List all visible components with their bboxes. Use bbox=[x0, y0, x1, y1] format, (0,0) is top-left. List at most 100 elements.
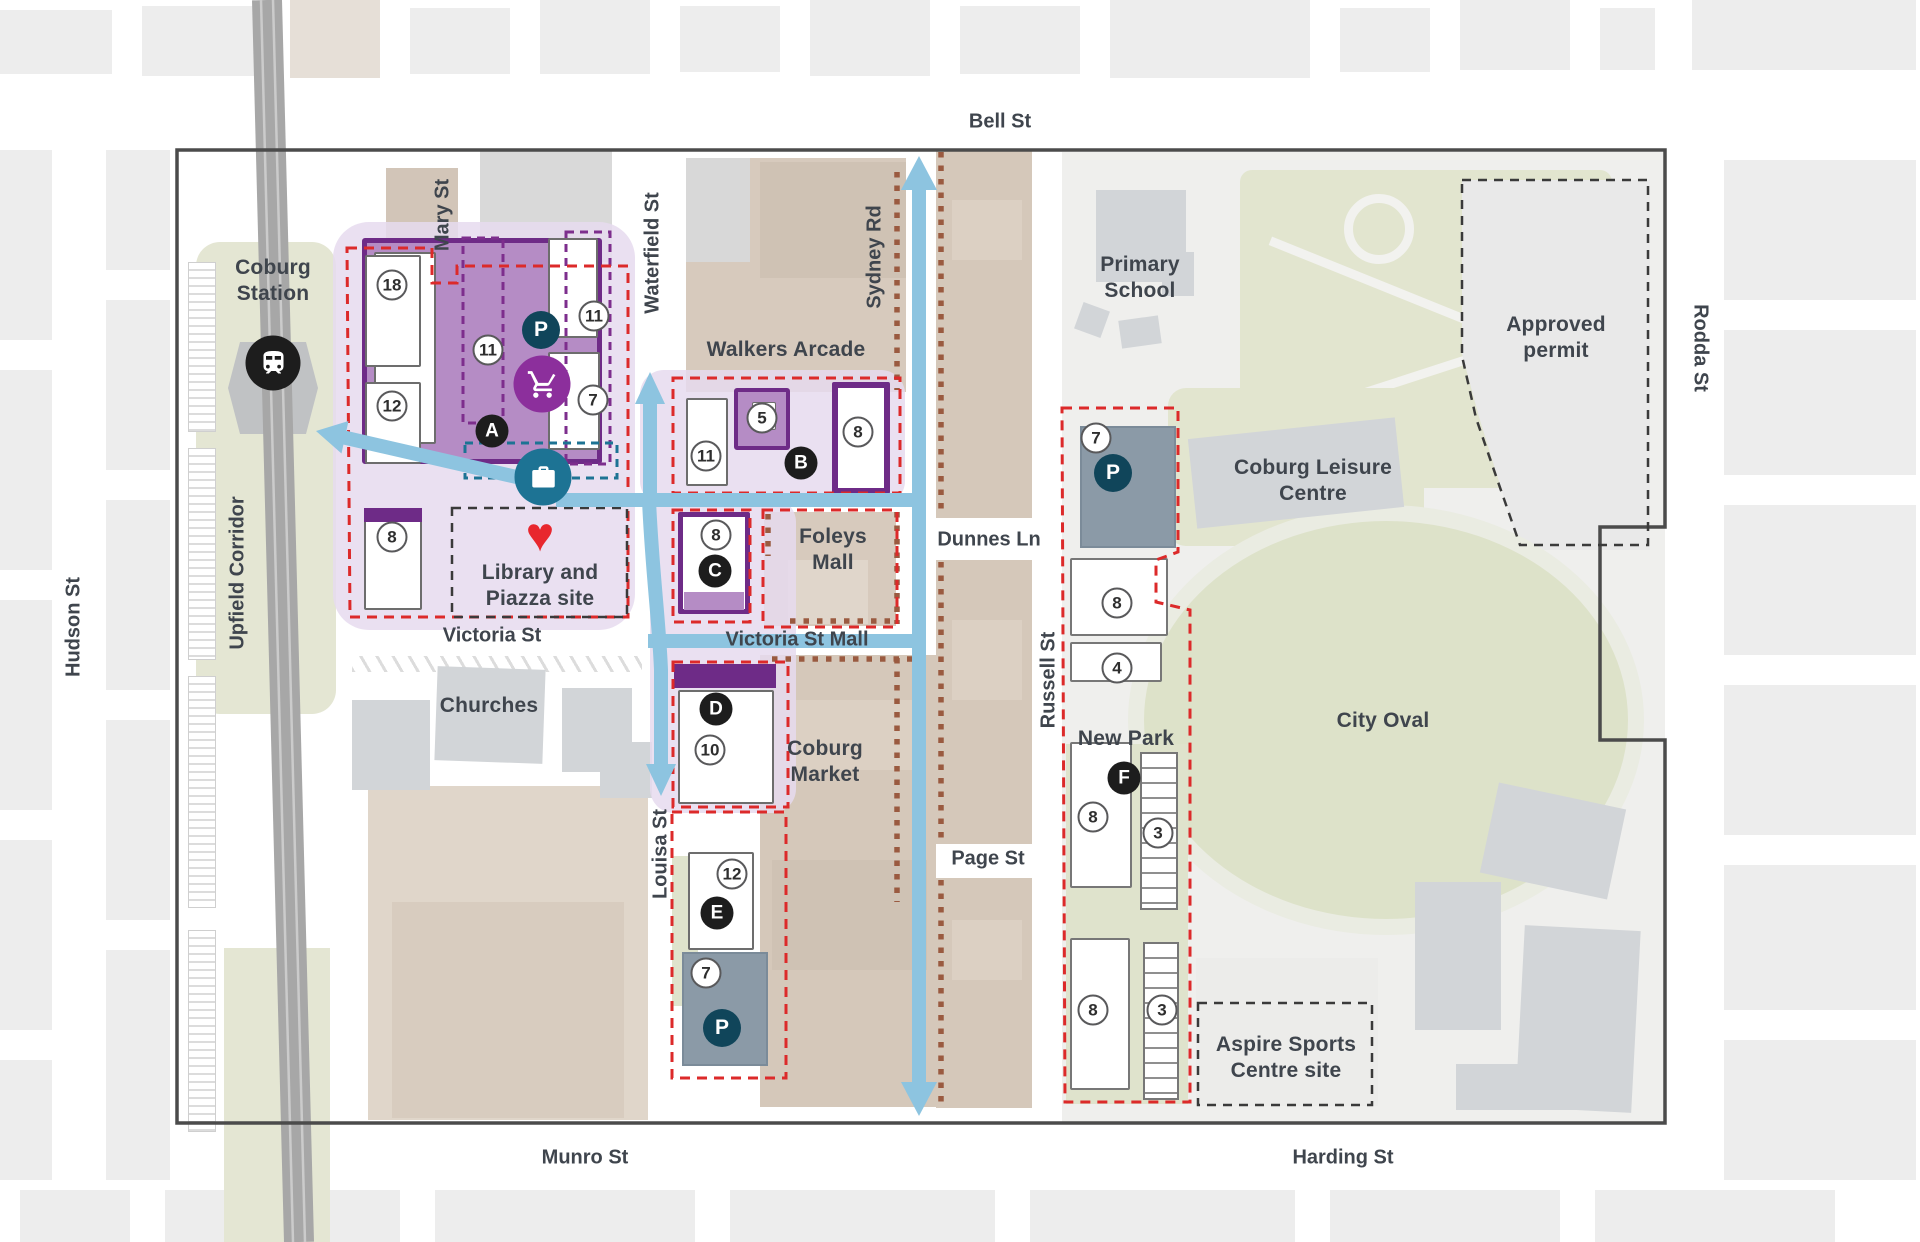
parking-icon: P bbox=[703, 1009, 741, 1047]
city-block bbox=[1110, 0, 1310, 78]
landmark-label-approved-permit: Approved permit bbox=[1506, 312, 1606, 362]
city-block bbox=[142, 6, 260, 76]
landmark-label-coburg-leisure-centre: Coburg Leisure Centre bbox=[1234, 455, 1392, 505]
storey-count-badge: 8 bbox=[376, 521, 408, 553]
storey-count-badge: 12 bbox=[376, 390, 408, 422]
storey-count-badge: 8 bbox=[1077, 801, 1109, 833]
street-label-harding-st: Harding St bbox=[1292, 1146, 1394, 1169]
city-block bbox=[730, 1190, 995, 1242]
city-block bbox=[1340, 8, 1430, 72]
site-marker-c: C bbox=[698, 554, 732, 588]
shops-block bbox=[952, 920, 1022, 980]
landmark-label-coburg-station: Coburg Station bbox=[235, 255, 311, 305]
street-label-rodda-st: Rodda St bbox=[1689, 304, 1712, 392]
coburg-market-block bbox=[772, 860, 927, 970]
city-block bbox=[410, 8, 510, 74]
storey-count-badge: 12 bbox=[716, 858, 748, 890]
street-label-victoria-st-mall: Victoria St Mall bbox=[725, 628, 869, 651]
landmark-label-coburg-market: Coburg Market bbox=[787, 736, 863, 786]
landmark-label-aspire-sports-centre: Aspire Sports Centre site bbox=[1215, 1032, 1357, 1082]
site-marker-e: E bbox=[700, 896, 734, 930]
city-block bbox=[1330, 1190, 1560, 1242]
landmark-label-city-oval: City Oval bbox=[1336, 708, 1430, 732]
city-block bbox=[1030, 1190, 1295, 1242]
landmark-label-primary-school: Primary School bbox=[1100, 252, 1180, 302]
building bbox=[1456, 1064, 1628, 1110]
crossing-hatch bbox=[352, 656, 642, 672]
storey-count-badge: 8 bbox=[1101, 587, 1133, 619]
parking-strip bbox=[188, 448, 216, 660]
city-block bbox=[290, 0, 380, 78]
city-block bbox=[1600, 8, 1655, 70]
street-label-waterfield-st: Waterfield St bbox=[641, 192, 664, 314]
parking-icon: P bbox=[1094, 454, 1132, 492]
storey-count-badge: 10 bbox=[694, 734, 726, 766]
building-accent bbox=[364, 508, 422, 522]
coburg-market-block bbox=[772, 700, 922, 770]
city-block bbox=[1724, 865, 1916, 1010]
city-block bbox=[1724, 160, 1916, 300]
city-block bbox=[680, 6, 780, 72]
school-building bbox=[1162, 252, 1194, 296]
storey-count-badge: 7 bbox=[577, 384, 609, 416]
heart-icon: ♥ bbox=[525, 509, 555, 562]
building-block bbox=[392, 902, 624, 1118]
landmark-label-library-piazza: Library and Piazza site bbox=[481, 560, 599, 610]
townhouse-row bbox=[1143, 942, 1179, 1100]
building-accent bbox=[684, 592, 744, 610]
landmark-label-walkers-arcade: Walkers Arcade bbox=[706, 337, 866, 361]
city-block bbox=[1724, 330, 1916, 475]
city-block bbox=[106, 950, 170, 1180]
parking-icon: P bbox=[522, 311, 560, 349]
shops-block bbox=[936, 560, 1032, 844]
street-label-munro-st: Munro St bbox=[541, 1146, 629, 1169]
street-label-bell-st: Bell St bbox=[968, 110, 1032, 133]
briefcase-icon bbox=[514, 448, 572, 506]
city-block bbox=[1724, 505, 1916, 655]
city-block bbox=[540, 0, 650, 74]
city-block bbox=[0, 370, 52, 570]
storey-count-badge: 8 bbox=[1077, 994, 1109, 1026]
shops-block bbox=[952, 620, 1022, 700]
city-block bbox=[106, 720, 170, 920]
street-label-sydney-rd: Sydney Rd bbox=[863, 205, 886, 309]
parking-strip bbox=[188, 676, 216, 908]
site-marker-d: D bbox=[699, 692, 733, 726]
city-block bbox=[20, 1190, 130, 1242]
city-block bbox=[1595, 1190, 1835, 1242]
storey-count-badge: 18 bbox=[376, 269, 408, 301]
city-block bbox=[435, 1190, 695, 1242]
site-marker-f: F bbox=[1107, 761, 1141, 795]
city-block bbox=[960, 6, 1080, 74]
city-block bbox=[1724, 685, 1916, 835]
street-label-page-st: Page St bbox=[951, 847, 1025, 870]
city-block bbox=[1460, 0, 1570, 70]
cart-icon bbox=[513, 355, 571, 413]
city-block bbox=[0, 840, 52, 1030]
city-block bbox=[106, 300, 170, 470]
city-block bbox=[810, 0, 930, 76]
building bbox=[1415, 882, 1501, 1030]
precinct-border bbox=[175, 148, 1667, 1125]
storey-count-badge: 11 bbox=[578, 300, 610, 332]
site-marker-a: A bbox=[475, 414, 509, 448]
city-block bbox=[106, 150, 170, 270]
walkers-arcade-block bbox=[760, 162, 906, 278]
storey-count-badge: 5 bbox=[746, 402, 778, 434]
park-path-circle bbox=[1344, 194, 1414, 264]
walkers-arcade-block bbox=[686, 158, 750, 262]
storey-count-badge: 8 bbox=[700, 519, 732, 551]
storey-count-badge: 3 bbox=[1146, 994, 1178, 1026]
city-block bbox=[0, 150, 52, 340]
street-label-russell-st: Russell St bbox=[1037, 631, 1060, 729]
church-building bbox=[352, 700, 430, 790]
storey-count-badge: 11 bbox=[472, 334, 504, 366]
landmark-label-foleys-mall: Foleys Mall bbox=[799, 524, 867, 574]
street-label-louisa-st: Louisa St bbox=[649, 808, 672, 900]
storey-count-badge: 11 bbox=[690, 440, 722, 472]
street-label-upfield-corridor: Upfield Corridor bbox=[226, 496, 249, 650]
building-accent bbox=[674, 664, 776, 688]
landmark-label-churches: Churches bbox=[439, 693, 539, 717]
